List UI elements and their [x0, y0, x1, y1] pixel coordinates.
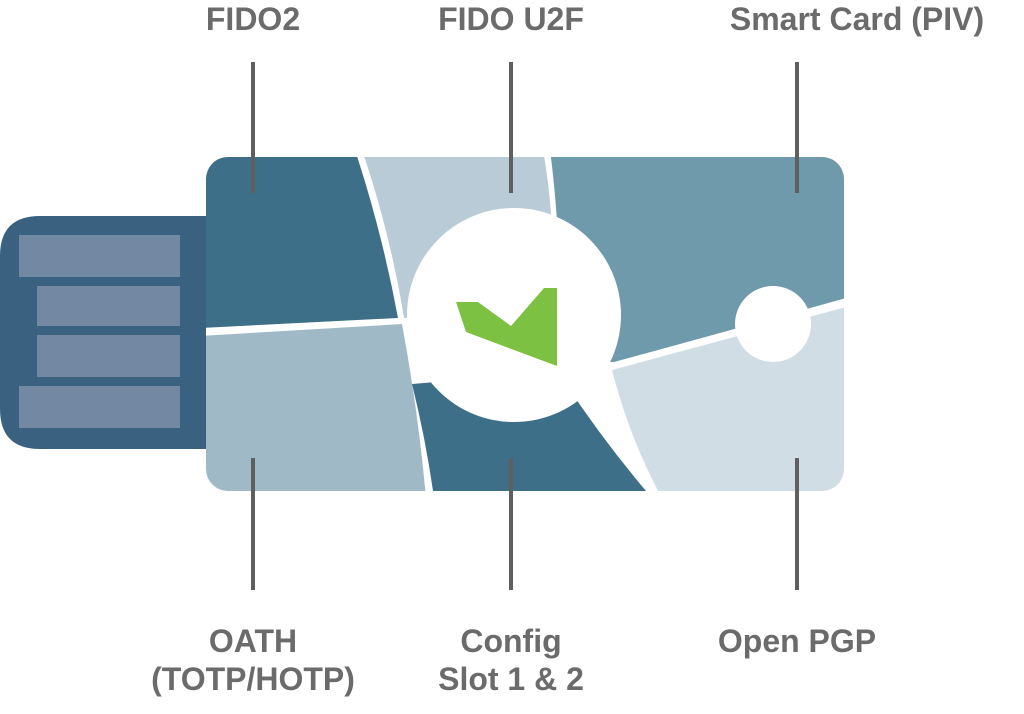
- oath-region: [206, 324, 426, 491]
- usb-connector: [0, 216, 206, 449]
- usb-contact-4: [19, 386, 180, 428]
- brand-logo-mark: [456, 288, 557, 366]
- usb-contact-1: [19, 235, 180, 277]
- usb-contact-2: [37, 286, 180, 326]
- oath-label: OATH (TOTP/HOTP): [113, 622, 393, 698]
- smart-card-label: Smart Card (PIV): [729, 1, 985, 37]
- leader-lines: [251, 62, 799, 590]
- openpgp-label: Open PGP: [717, 623, 877, 659]
- keyring-hole: [735, 286, 811, 362]
- config-label-line2: Slot 1 & 2: [438, 661, 584, 697]
- config-label-line1: Config: [460, 623, 562, 659]
- logo-disc: [407, 208, 621, 422]
- fido2-label: FIDO2: [205, 1, 301, 37]
- usb-contact-3: [37, 335, 180, 377]
- config-label: Config Slot 1 & 2: [406, 622, 616, 698]
- fido2-region: [206, 157, 398, 328]
- oath-label-line2: (TOTP/HOTP): [151, 661, 355, 697]
- fido-u2f-label: FIDO U2F: [438, 1, 584, 37]
- key-card: [206, 157, 844, 491]
- oath-label-line1: OATH: [208, 623, 298, 659]
